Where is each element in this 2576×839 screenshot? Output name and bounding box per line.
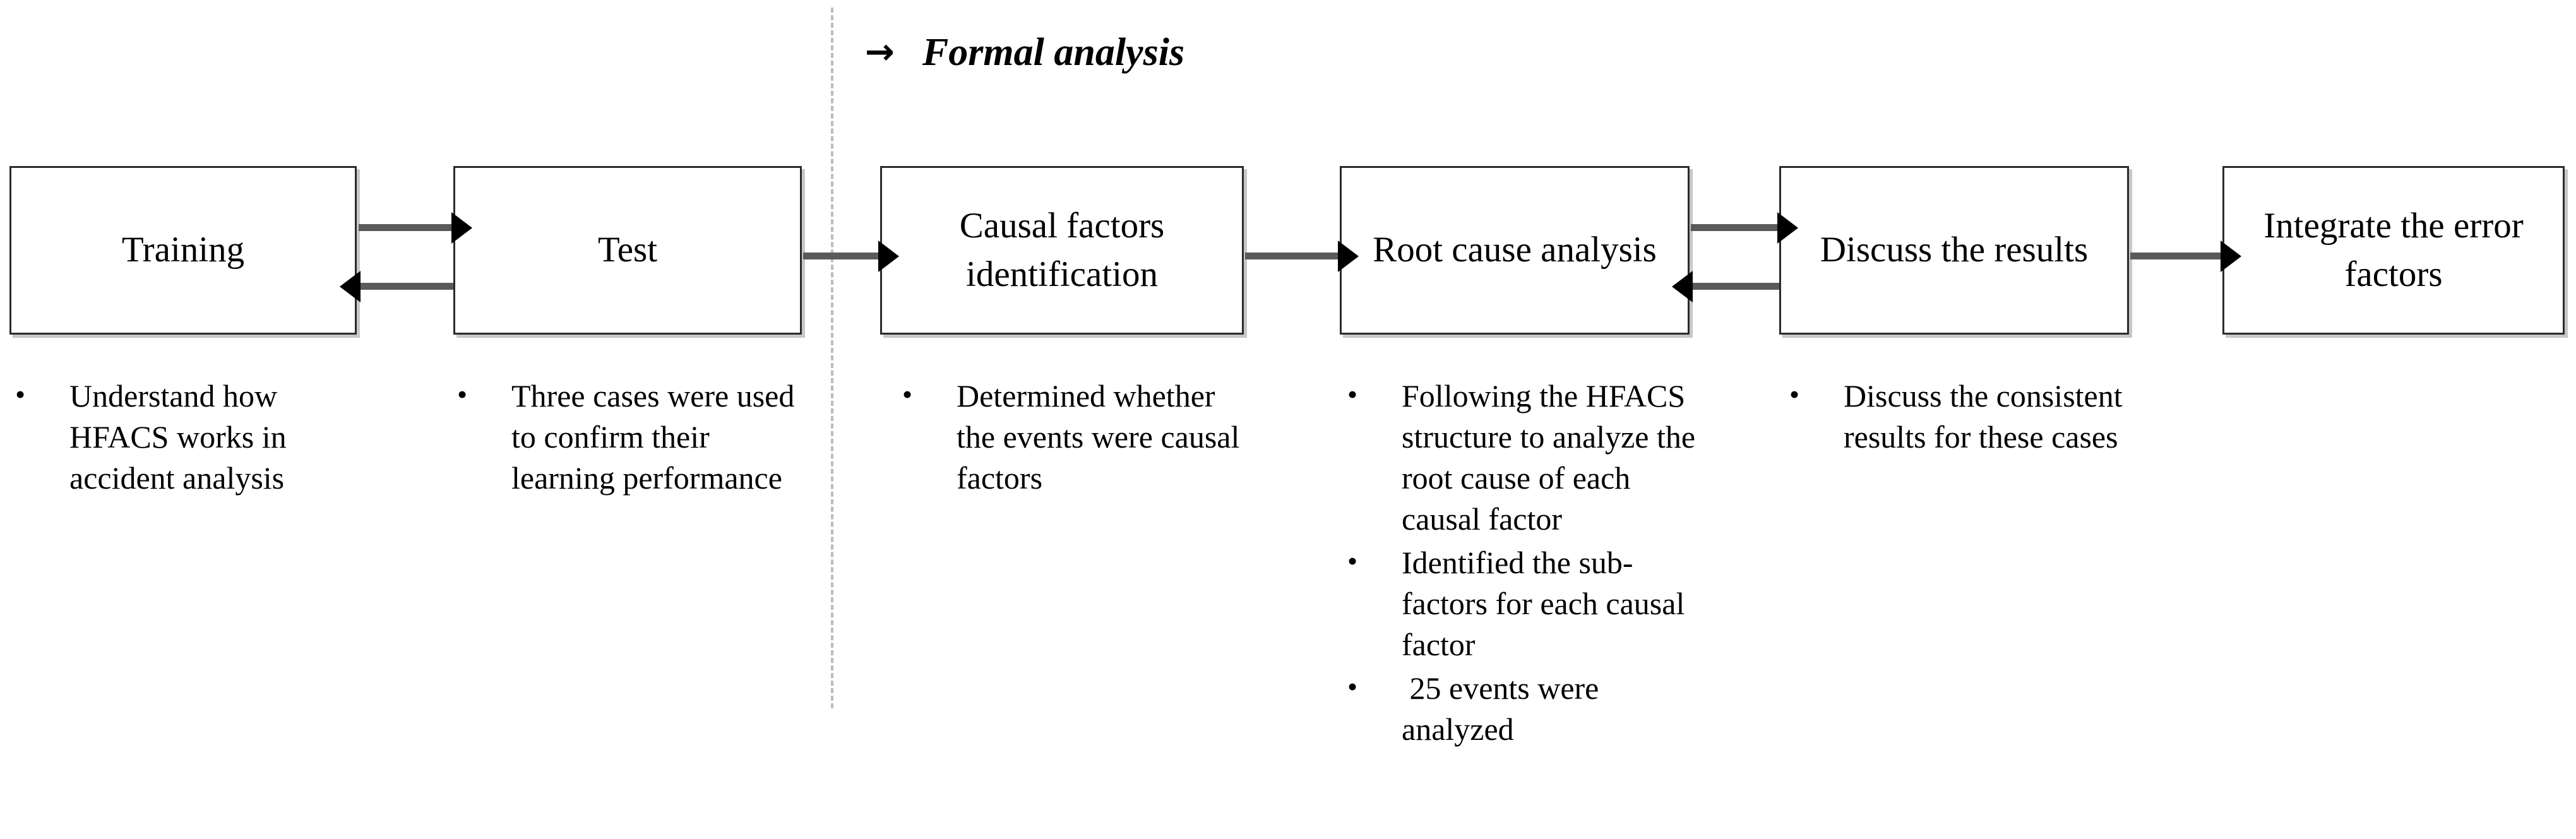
bullet-list-discuss-results: • Discuss the consistent results for the… [1787,376,2147,460]
list-item-text: Determined whether the events were causa… [957,378,1248,496]
list-item: • Understand how HFACS works in accident… [13,376,366,499]
phase-title: Formal analysis [922,31,1185,74]
arrow-test-to-causal-factors [803,253,880,259]
arrow-test-to-training [359,283,453,290]
bullet-list-training: • Understand how HFACS works in accident… [13,376,366,501]
process-box-integrate-the-error-factors[interactable]: Integrate the error factors [2222,166,2565,335]
bullet-point-icon: • [15,378,26,410]
arrow-causal-factors-to-root-cause [1245,253,1340,259]
list-item-text: Discuss the consistent results for these… [1844,378,2131,455]
bullet-point-icon: • [1347,670,1358,703]
bullet-point-icon: • [1347,378,1358,410]
arrow-discuss-results-to-integrate-error-factors [2130,253,2222,259]
bullet-point-icon: • [902,378,913,410]
bullet-point-icon: • [1789,378,1800,410]
list-item-text: Identified the sub-factors for each caus… [1402,545,1693,662]
phase-divider-line [831,8,833,708]
list-item: • 25 events were analyzed [1345,668,1711,750]
bullet-point-icon: • [1347,545,1358,577]
process-box-root-cause-analysis[interactable]: Root cause analysis [1340,166,1690,335]
bullet-list-root-cause: • Following the HFACS structure to analy… [1345,376,1711,753]
list-item-text: 25 events were analyzed [1402,670,1607,747]
process-box-label: Test [597,230,658,270]
list-item: • Discuss the consistent results for the… [1787,376,2147,458]
bullet-list-test: • Three cases were used to confirm their… [455,376,808,501]
process-box-causal-factors-identification[interactable]: Causal factors identification [880,166,1244,335]
list-item: • Determined whether the events were cau… [900,376,1253,499]
list-item-text: Following the HFACS structure to analyze… [1402,378,1703,537]
list-item: • Identified the sub-factors for each ca… [1345,542,1711,665]
arrow-discuss-results-to-root-cause [1691,283,1779,290]
arrow-root-cause-to-discuss-results [1691,224,1779,231]
process-box-test[interactable]: Test [453,166,802,335]
bullet-list-causal-factors: • Determined whether the events were cau… [900,376,1253,501]
process-box-training[interactable]: Training [9,166,357,335]
arrow-training-to-test [359,224,453,231]
list-item: • Following the HFACS structure to analy… [1345,376,1711,540]
phase-header: → Formal analysis [865,33,1184,72]
bullet-point-icon: • [457,378,468,410]
list-item: • Three cases were used to confirm their… [455,376,808,499]
process-box-label: Causal factors identification [959,206,1165,294]
right-arrow-icon: → [865,32,895,73]
process-box-label: Integrate the error factors [2263,206,2524,294]
process-box-label: Training [121,230,245,270]
process-box-label: Root cause analysis [1373,230,1657,270]
list-item-text: Understand how HFACS works in accident a… [69,378,295,496]
list-item-text: Three cases were used to confirm their l… [511,378,802,496]
process-box-label: Discuss the results [1820,230,2089,270]
process-box-discuss-the-results[interactable]: Discuss the results [1779,166,2129,335]
